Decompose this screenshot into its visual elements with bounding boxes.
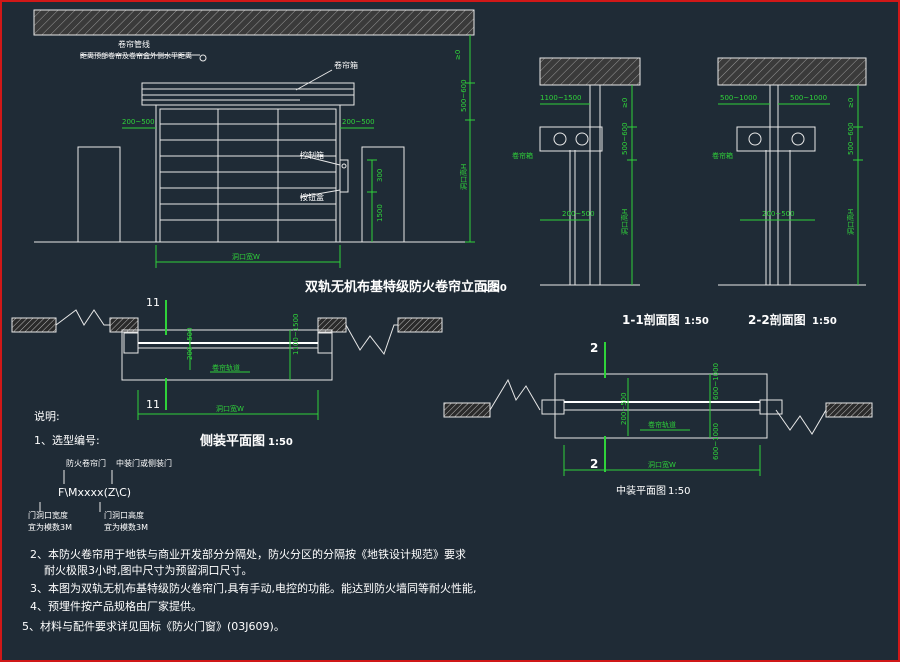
section-2-2: 500~1000 500~1000 200~500 卷帘箱 ≥0 500~600… [712,57,867,327]
s2-label-text: 卷帘箱 [712,151,733,160]
side-plan-title: 侧装平面图 [200,433,265,449]
roller-housing [141,82,355,106]
s2-dim-b-text: 500~1000 [790,94,827,102]
dim-1500-text: 1500 [376,204,384,222]
side-label: 卷帘轨道 [212,363,240,372]
notes-block: 说明: 1、选型编号: 防火卷帘门 中装门或侧装门 F\Mxxxx(Z\C) 门… [22,409,477,633]
control-label: 控制箱 [300,150,324,160]
note-3: 3、本图为双轨无机布基特级防火卷帘门,具有手动,电控的功能。能达到防火墙同等耐火… [30,581,477,595]
code-part-d: 门洞口高度 [104,510,144,520]
code-part-c2: 宜为模数3M [28,522,72,532]
note-5: 5、材料与配件要求详见国标《防火门窗》(03J609)。 [22,619,285,633]
dim-left-text: 200~500 [122,118,155,126]
left-wall [77,146,121,243]
s2-sub-text: 200~500 [762,210,795,218]
center-plan-title: 中装平面图 [616,484,666,497]
code-part-b: 中装门或侧装门 [116,458,172,468]
center-mark-bottom: 2 [590,457,598,471]
top-note-2: 距离顶部卷帘及卷帘盒外侧水平距离 [80,51,192,60]
code-part-a: 防火卷帘门 [66,458,106,468]
center-plan-opening [554,373,768,439]
center-width: 洞口宽W [648,460,676,469]
side-mark-bottom: 11 [146,398,160,411]
code-part-c: 门洞口宽度 [28,510,68,520]
section-1-title: 1-1剖面图 [622,312,680,327]
section-2-slab [717,57,867,86]
section-1-1: 1100~1500 200~500 卷帘箱 ≥0 500~600 洞口高H 1-… [512,57,709,327]
section-2-title: 2-2剖面图 [748,312,806,327]
elevation-scale: 1:50 [482,283,507,294]
s2-v3-text: 洞口高H [846,209,855,235]
center-dim-1: 600~1000 [712,363,720,400]
side-dim-1: 1100~1500 [292,314,300,356]
control-box [339,159,349,193]
note-4: 4、预埋件按产品规格由厂家提供。 [30,599,202,613]
dim-right-text: 200~500 [342,118,375,126]
dim-600-text: 500~600 [460,79,468,112]
side-dim-2: 200~500 [186,327,194,360]
top-note-1: 卷帘管线 [118,39,150,49]
s1-v2-text: 500~600 [621,122,629,155]
center-label: 卷帘轨道 [648,420,676,429]
s1-sub-text: 200~500 [562,210,595,218]
dim-width-text: 洞口宽W [232,252,260,261]
s2-dim-a-text: 500~1000 [720,94,757,102]
s1-label-text: 卷帘箱 [512,151,533,160]
dim-top-text: ≥0 [454,50,462,60]
button-label: 按钮盒 [300,192,324,202]
center-plan-scale: 1:50 [668,486,690,497]
code-part-d2: 宜为模数3M [104,522,148,532]
center-dim-3: 600~1000 [712,423,720,460]
dim-height-text: 洞口高H [459,164,468,190]
code-number: F\Mxxxx(Z\C) [58,486,131,499]
s2-v2-text: 500~600 [847,122,855,155]
section-2-housing [736,126,816,152]
s1-v3-text: 洞口高H [620,209,629,235]
notes-heading: 说明: [34,409,60,423]
s1-dim-text: 1100~1500 [540,94,582,102]
side-mark-top: 11 [146,296,160,309]
dim-300-text: 300 [376,169,384,182]
note-2: 2、本防火卷帘用于地铁与商业开发部分分隔处，防火分区的分隔按《地铁设计规范》要求 [30,547,466,561]
side-plan-view: 11 11 1100~1500 200~500 卷帘轨道 洞口宽W 侧装平面图 … [11,296,443,449]
side-plan-scale: 1:50 [268,437,293,448]
center-plan-view: 2 2 600~1000 200~500 600~1000 卷帘轨道 洞口宽W … [443,341,873,497]
note-2b: 耐火极限3小时,图中尺寸为预留洞口尺寸。 [44,563,253,577]
section-1-scale: 1:50 [684,316,709,327]
section-1-housing [539,126,603,152]
center-dim-2: 200~500 [620,392,628,425]
ceiling-slab [33,9,475,36]
elevation-view: 200~500 200~500 ≥0 500~600 洞口高H 300 1500… [33,9,507,295]
elevation-dimensions [122,35,475,268]
right-wall [361,146,405,243]
side-plan-opening [121,329,333,381]
pipe-label: 卷帘箱 [334,60,358,70]
s1-v1-text: ≥0 [621,98,629,108]
center-mark-top: 2 [590,341,598,355]
side-width: 洞口宽W [216,404,244,413]
section-1-slab [539,57,641,86]
elevation-title: 双轨无机布基特级防火卷帘立面图 [305,279,500,295]
s2-v1-text: ≥0 [847,98,855,108]
section-2-scale: 1:50 [812,316,837,327]
curtain-panel [155,104,341,243]
note-1: 1、选型编号: [34,433,100,447]
